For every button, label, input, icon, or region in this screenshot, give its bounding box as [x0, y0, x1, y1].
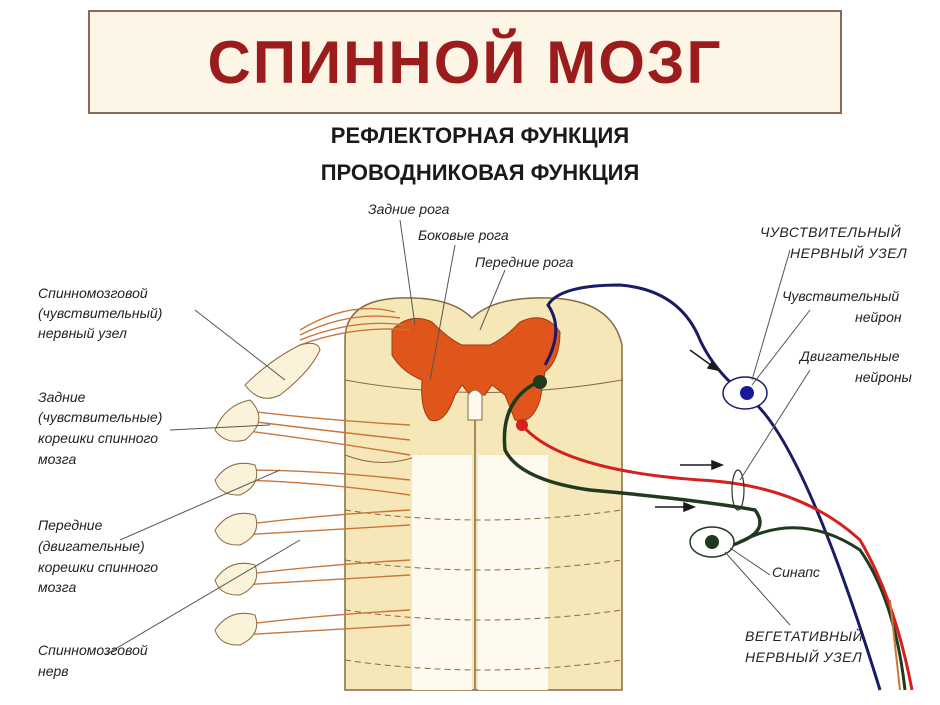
- label-sensory-ganglion-1: ЧУВСТВИТЕЛЬНЫЙ: [760, 223, 902, 240]
- sensory-ganglion-right: [722, 376, 768, 410]
- label-posterior-roots-1: Задние: [38, 389, 86, 405]
- sensory-fiber: [543, 283, 882, 691]
- label-synapse: Синапс: [772, 564, 820, 580]
- label-autonomic-ganglion-2: НЕРВНЫЙ УЗЕЛ: [745, 648, 862, 665]
- label-sensory-neuron-2: нейрон: [855, 309, 902, 325]
- label-spinal-nerve-1: Спинномозговой: [38, 642, 148, 658]
- autonomic-neuron-dot: [516, 419, 528, 431]
- label-posterior-roots-4: мозга: [38, 451, 76, 467]
- label-anterior-roots-2: (двигательные): [38, 538, 145, 554]
- label-spinal-ganglion-2: (чувствительный): [38, 305, 162, 321]
- autonomic-ganglion-right: [689, 526, 735, 558]
- label-anterior-horns: Передние рога: [475, 254, 574, 270]
- label-posterior-roots-2: (чувствительные): [38, 409, 162, 425]
- direction-arrows: [655, 349, 725, 513]
- motor-neuron-dot: [533, 375, 547, 389]
- label-autonomic-ganglion-1: ВЕГЕТАТИВНЫЙ: [745, 627, 864, 644]
- label-sensory-ganglion-2: НЕРВНЫЙ УЗЕЛ: [790, 244, 907, 261]
- subtitle-conduction: ПРОВОДНИКОВАЯ ФУНКЦИЯ: [320, 160, 640, 185]
- label-posterior-horns: Задние рога: [368, 201, 450, 217]
- page-title: СПИННОЙ МОЗГ: [207, 28, 723, 96]
- label-motor-neurons-2: нейроны: [855, 369, 913, 385]
- autonomic-fiber: [520, 424, 914, 691]
- label-anterior-roots-3: корешки спинного: [38, 559, 158, 575]
- label-lateral-horns: Боковые рога: [418, 227, 509, 243]
- spinal-ganglion-shape: [214, 342, 321, 646]
- dorsal-root-fibers: [239, 307, 411, 636]
- label-anterior-roots-4: мозга: [38, 579, 76, 595]
- subtitle-reflex: РЕФЛЕКТОРНАЯ ФУНКЦИЯ: [330, 123, 630, 148]
- label-posterior-roots-3: корешки спинного: [38, 430, 158, 446]
- label-spinal-nerve-2: нерв: [38, 663, 69, 679]
- label-sensory-neuron-1: Чувствительный: [782, 288, 899, 304]
- label-spinal-ganglion-1: Спинномозговой: [38, 285, 148, 301]
- label-spinal-ganglion-3: нервный узел: [38, 325, 127, 341]
- title-box: СПИННОЙ МОЗГ: [88, 10, 842, 114]
- spinal-cord-body: [344, 297, 623, 691]
- label-motor-neurons-1: Двигательные: [798, 348, 900, 364]
- label-anterior-roots-1: Передние: [38, 517, 103, 533]
